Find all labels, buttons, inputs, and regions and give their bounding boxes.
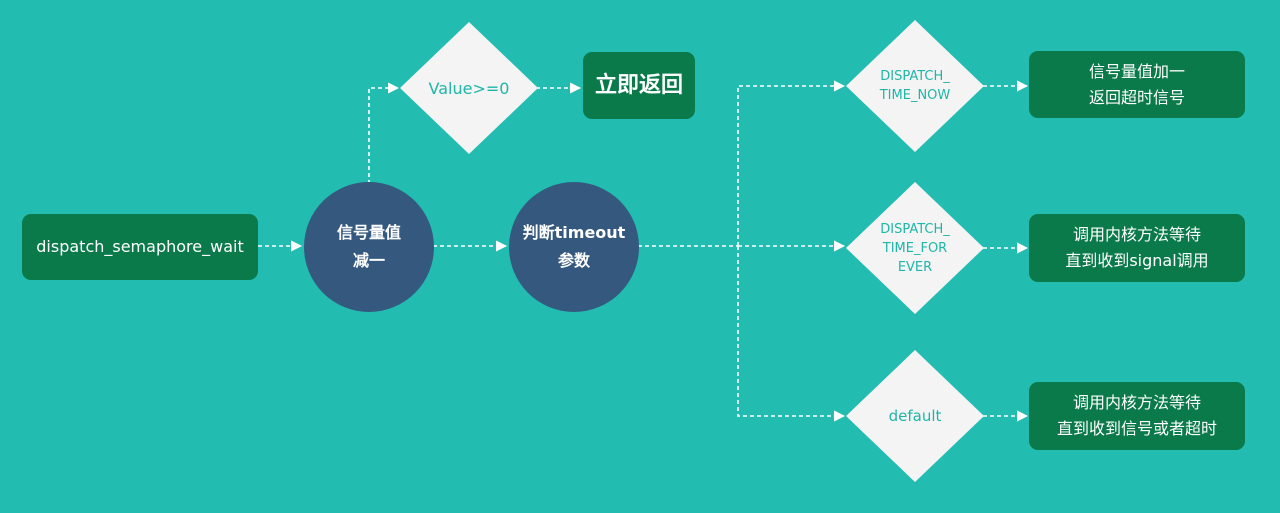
result-default-node: 调用内核方法等待 直到收到信号或者超时 <box>1029 382 1245 450</box>
case-default-node: default <box>846 350 984 482</box>
case-forever-label: DISPATCH_ TIME_FOR EVER <box>880 221 950 275</box>
judge-timeout-label: 判断timeout 参数 <box>522 223 626 270</box>
case-default-label: default <box>888 406 942 425</box>
case-forever-node: DISPATCH_ TIME_FOR EVER <box>846 182 984 314</box>
case-forever-shape <box>846 182 984 314</box>
result-forever-label: 调用内核方法等待 直到收到signal调用 <box>1065 225 1209 270</box>
decrement-label: 信号量值 减一 <box>336 223 401 270</box>
check-value-node: Value>=0 <box>400 22 538 154</box>
result-default-label: 调用内核方法等待 直到收到信号或者超时 <box>1056 393 1217 438</box>
start-node: dispatch_semaphore_wait <box>22 214 258 280</box>
check-value-label: Value>=0 <box>428 78 510 98</box>
edge-decrement-to-check <box>368 82 400 184</box>
result-now-node: 信号量值加一 返回超时信号 <box>1029 51 1245 118</box>
judge-timeout-node: 判断timeout 参数 <box>509 182 639 312</box>
check-value-shape <box>400 22 538 154</box>
decrement-node: 信号量值 减一 <box>304 182 434 312</box>
return-now-node: 立即返回 <box>583 52 695 119</box>
edge-trunk-up <box>737 80 846 246</box>
result-now-label: 信号量值加一 返回超时信号 <box>1088 61 1185 107</box>
case-now-shape <box>846 20 984 152</box>
start-label: dispatch_semaphore_wait <box>36 237 244 256</box>
edge-trunk-down <box>737 246 846 422</box>
result-forever-node: 调用内核方法等待 直到收到signal调用 <box>1029 214 1245 282</box>
case-default-shape <box>846 350 984 482</box>
return-now-label: 立即返回 <box>594 72 683 98</box>
case-now-node: DISPATCH_ TIME_NOW <box>846 20 984 152</box>
case-now-label: DISPATCH_ TIME_NOW <box>879 69 951 103</box>
